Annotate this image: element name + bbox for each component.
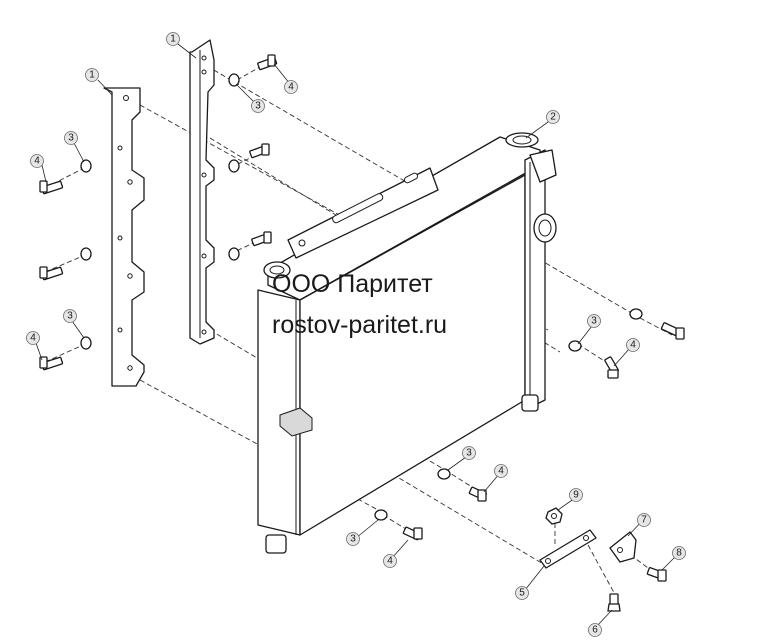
watermark-site: rostov-paritet.ru bbox=[272, 311, 448, 339]
svg-text:3: 3 bbox=[68, 133, 74, 144]
svg-text:4: 4 bbox=[30, 333, 36, 344]
svg-text:4: 4 bbox=[288, 82, 294, 93]
callout-4a: 4 bbox=[30, 154, 44, 168]
callout-3e: 3 bbox=[462, 446, 476, 460]
callout-3f: 3 bbox=[346, 532, 360, 546]
callout-3c: 3 bbox=[63, 309, 77, 323]
svg-text:4: 4 bbox=[498, 466, 504, 477]
callout-7: 7 bbox=[637, 513, 651, 527]
watermark-company: ООО Паритет bbox=[272, 270, 433, 298]
callout-4f: 4 bbox=[383, 554, 397, 568]
callout-balloons: 1 1 2 3 3 3 3 3 3 4 4 4 4 4 4 5 6 7 8 9 bbox=[26, 32, 686, 637]
callout-4d: 4 bbox=[626, 338, 640, 352]
bolt-left-3 bbox=[39, 356, 64, 371]
bolt-8 bbox=[646, 567, 667, 582]
callout-5: 5 bbox=[515, 586, 529, 600]
svg-text:3: 3 bbox=[591, 316, 597, 327]
callout-6: 6 bbox=[588, 623, 602, 637]
callout-4b: 4 bbox=[284, 80, 298, 94]
svg-text:2: 2 bbox=[550, 112, 556, 123]
svg-text:1: 1 bbox=[89, 70, 95, 81]
callout-3d: 3 bbox=[587, 314, 601, 328]
callout-4c: 4 bbox=[26, 331, 40, 345]
side-bracket-right bbox=[189, 39, 215, 345]
svg-text:3: 3 bbox=[466, 448, 472, 459]
callout-1b: 1 bbox=[166, 32, 180, 46]
bolt-left-1 bbox=[39, 180, 64, 195]
svg-text:7: 7 bbox=[641, 515, 647, 526]
bolt-left-2 bbox=[39, 266, 64, 281]
fasteners bbox=[39, 54, 685, 541]
callout-1a: 1 bbox=[85, 68, 99, 82]
svg-text:3: 3 bbox=[350, 534, 356, 545]
svg-text:4: 4 bbox=[387, 556, 393, 567]
bolt-6 bbox=[607, 593, 621, 612]
svg-text:5: 5 bbox=[519, 588, 525, 599]
callout-3b: 3 bbox=[251, 99, 265, 113]
svg-text:3: 3 bbox=[255, 101, 261, 112]
svg-text:9: 9 bbox=[573, 490, 579, 501]
nut bbox=[545, 507, 563, 525]
callout-8: 8 bbox=[672, 546, 686, 560]
callout-4e: 4 bbox=[494, 464, 508, 478]
radiator-assembly bbox=[257, 132, 557, 554]
callout-2: 2 bbox=[546, 110, 560, 124]
svg-text:1: 1 bbox=[170, 34, 176, 45]
svg-text:4: 4 bbox=[34, 156, 40, 167]
svg-text:6: 6 bbox=[592, 625, 598, 636]
strap-bracket bbox=[539, 529, 597, 569]
angle-bracket bbox=[609, 531, 637, 563]
svg-text:8: 8 bbox=[676, 548, 682, 559]
svg-text:3: 3 bbox=[67, 311, 73, 322]
svg-text:4: 4 bbox=[630, 340, 636, 351]
side-bracket-left bbox=[103, 87, 145, 387]
callout-9: 9 bbox=[569, 488, 583, 502]
callout-3a: 3 bbox=[64, 131, 78, 145]
